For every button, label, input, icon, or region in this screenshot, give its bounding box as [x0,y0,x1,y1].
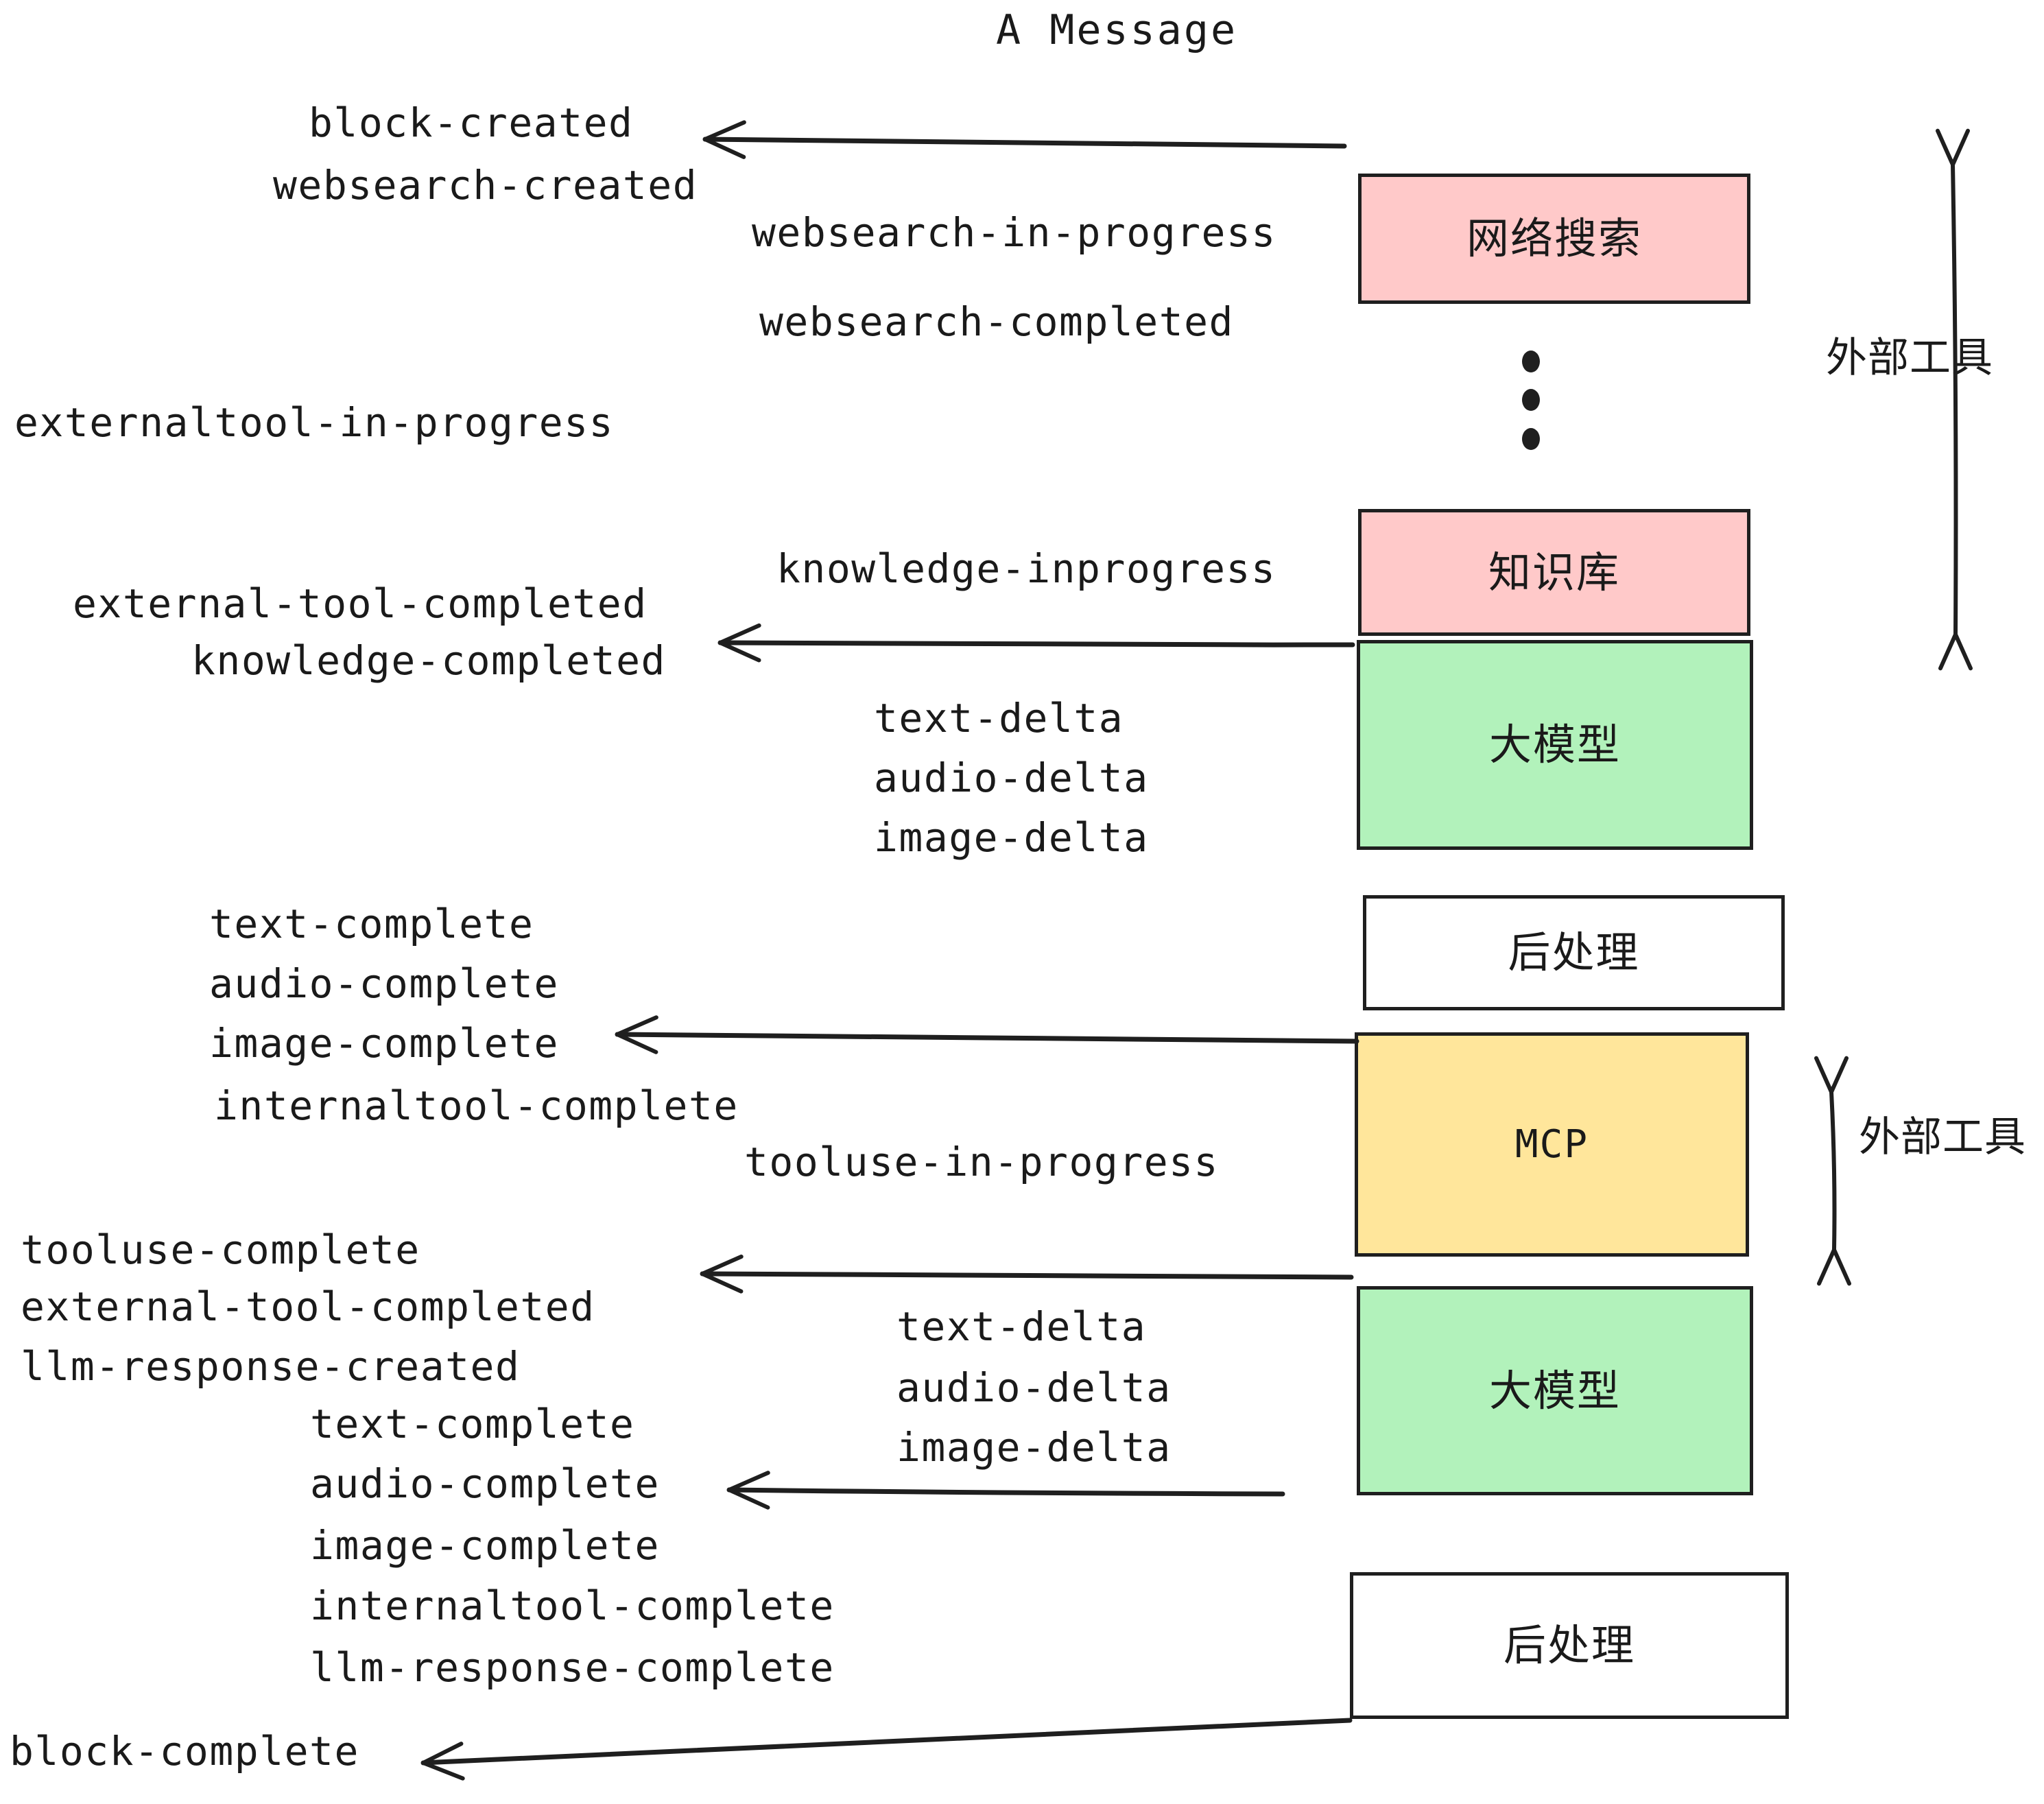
event-label: llm-response-created [21,1343,521,1390]
node-box-label: 后处理 [1508,927,1640,977]
node-box: 网络搜索 [1358,174,1750,304]
event-label: audio-delta [874,755,1149,801]
external-tool-arrow-lower [1814,1056,1852,1286]
event-label: block-created [309,99,634,146]
node-box: MCP [1355,1032,1749,1257]
event-label: websearch-completed [759,298,1234,345]
event-label: knowledge-completed [191,637,666,684]
node-box: 大模型 [1357,1286,1753,1495]
node-box: 后处理 [1350,1572,1789,1719]
event-label: text-complete [209,901,534,947]
node-box-label: MCP [1514,1121,1589,1167]
external-tool-arrow-upper [1935,128,1973,671]
event-label: external-tool-completed [73,580,647,627]
node-box: 后处理 [1363,895,1785,1010]
ellipsis-dot [1522,428,1540,450]
block-complete-arrow [420,1718,1353,1781]
event-label: audio-complete [209,960,559,1007]
event-label: text-delta [896,1303,1147,1350]
knowledge-completed-arrow [717,623,1355,663]
event-label: image-delta [896,1424,1172,1471]
event-label: internaltool-complete [214,1082,739,1129]
node-box-label: 后处理 [1503,1620,1635,1670]
event-label: image-complete [310,1522,660,1569]
event-label: tooluse-complete [21,1226,420,1273]
node-box-label: 大模型 [1488,720,1621,770]
external-tool-label: 外部工具 [1826,334,1993,382]
event-label: image-delta [874,814,1149,861]
event-label: text-complete [310,1401,635,1447]
node-box-label: 知识库 [1488,547,1620,597]
external-tool-label: 外部工具 [1859,1113,2026,1161]
image-complete-arrow [615,1015,1359,1054]
event-label: external-tool-completed [21,1283,595,1330]
event-label: internaltool-complete [310,1582,835,1629]
event-label: block-complete [10,1728,359,1775]
event-label: image-complete [209,1020,559,1067]
node-box-label: 大模型 [1488,1365,1621,1416]
ellipsis-dot [1522,351,1540,372]
event-label: audio-complete [310,1460,660,1507]
node-box-label: 网络搜索 [1466,213,1642,263]
node-box: 大模型 [1357,640,1753,850]
event-label: websearch-in-progress [752,209,1276,256]
node-box: 知识库 [1358,509,1750,636]
ellipsis-dot [1522,389,1540,411]
event-label: text-delta [874,695,1124,741]
event-label: externaltool-in-progress [14,399,615,446]
event-label: audio-delta [896,1364,1172,1411]
event-label: websearch-created [273,162,698,209]
page-title: A Message [996,6,1238,54]
block-created-arrow [702,120,1347,159]
event-label: llm-response-complete [310,1644,835,1691]
external-tool-completed-arrow [700,1255,1354,1294]
event-label: knowledge-inprogress [776,545,1276,592]
audio-complete-arrow [726,1471,1285,1510]
event-label: tooluse-in-progress [744,1139,1219,1185]
